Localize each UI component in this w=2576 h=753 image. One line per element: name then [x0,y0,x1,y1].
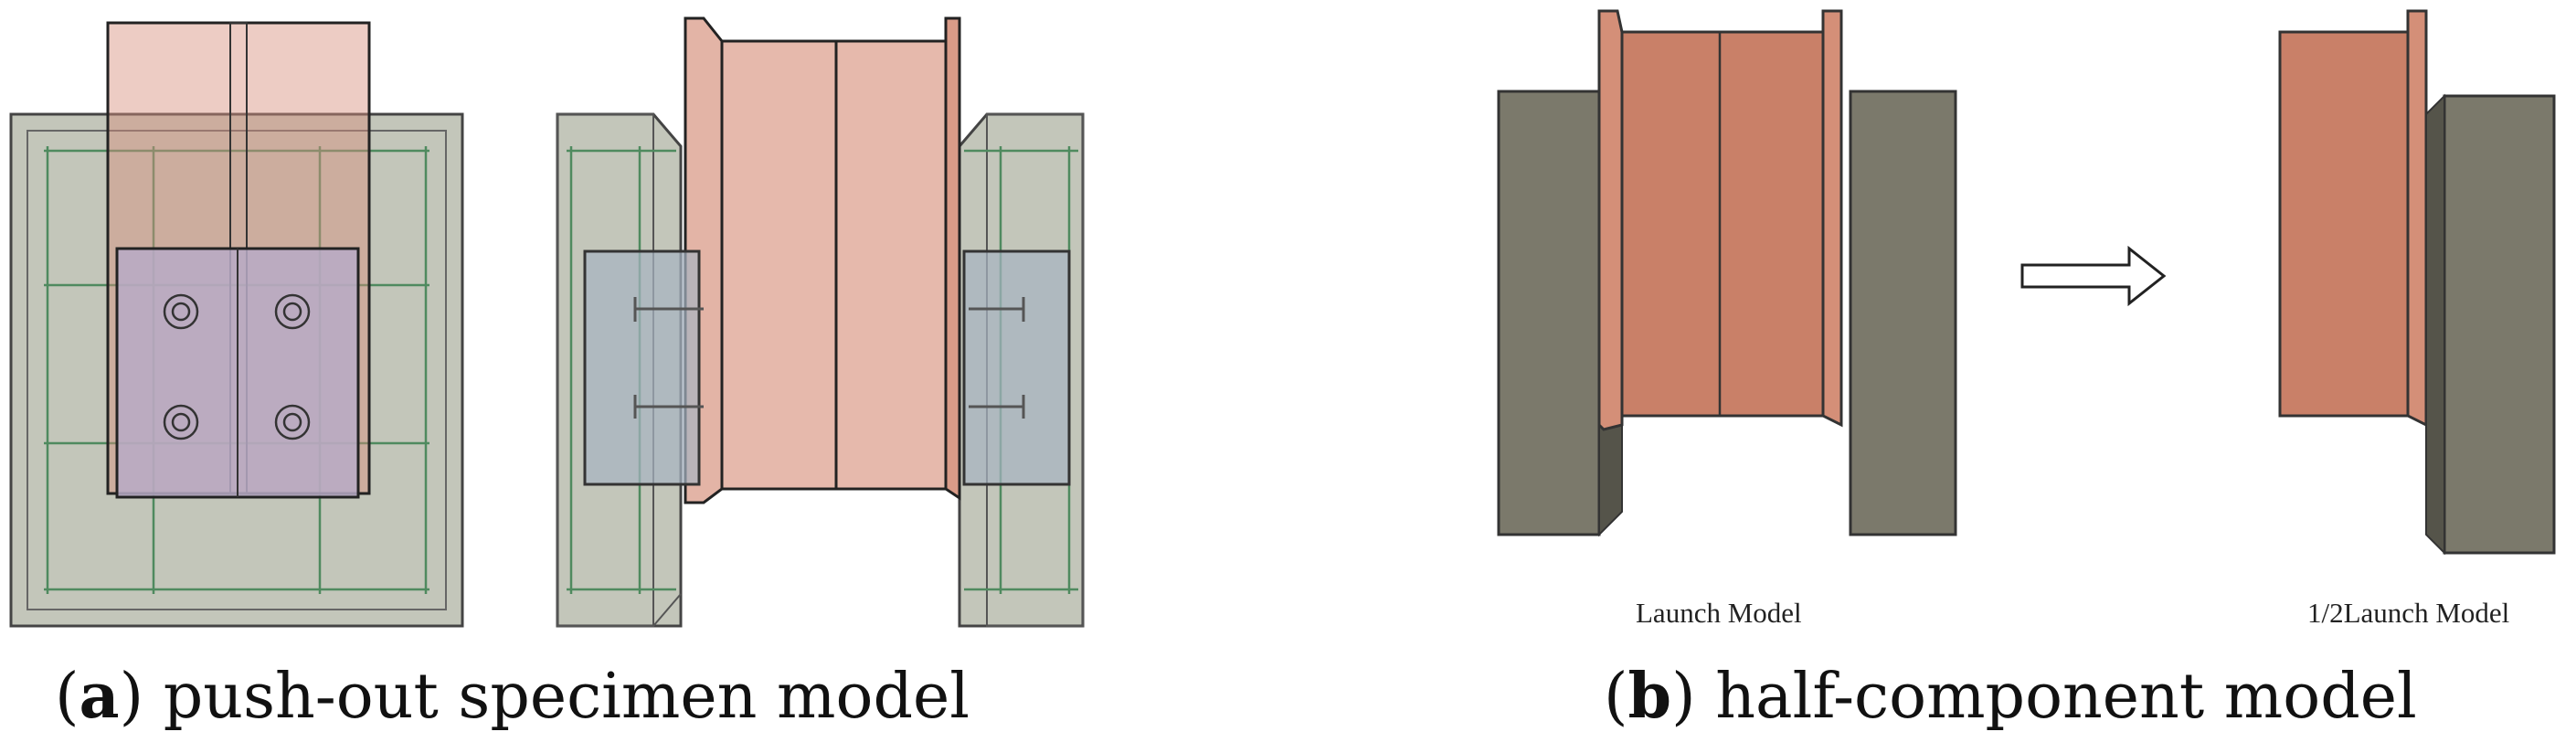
half-steel-flange [2406,9,2428,428]
shear-studs-front [163,293,311,440]
full-concrete-left [1497,90,1601,536]
half-concrete-block [2443,94,2556,555]
launch-model-half [2278,9,2556,556]
caption-panel-b: (b) half-component model [1604,660,2417,733]
caption-b-text: half-component model [1715,661,2417,733]
caption-a-text: push-out specimen model [163,661,970,733]
full-concrete-right [1849,90,1957,536]
label-launch-model: Launch Model [1636,597,1802,629]
full-steel-flange-right [1821,9,1843,428]
label-half-launch-model: 1/2Launch Model [2307,597,2510,629]
caption-b-letter: b [1627,660,1672,733]
steel-beam-side [720,39,948,491]
half-steel-beam [2278,30,2410,418]
caption-panel-a: (a) push-out specimen model [55,660,970,733]
steel-flange-right [944,16,961,501]
full-steel-flange-left [1597,9,1624,431]
side-plate-left [583,249,701,486]
launch-model-full [1497,9,1957,537]
pushout-front-view [9,21,464,628]
caption-a-letter: a [79,660,120,733]
concrete-slab-bevel [27,130,447,610]
pushout-side-view [556,16,1085,628]
side-plate-right [962,249,1071,486]
shear-studs-side [633,297,1025,419]
right-arrow-icon [2020,245,2167,307]
